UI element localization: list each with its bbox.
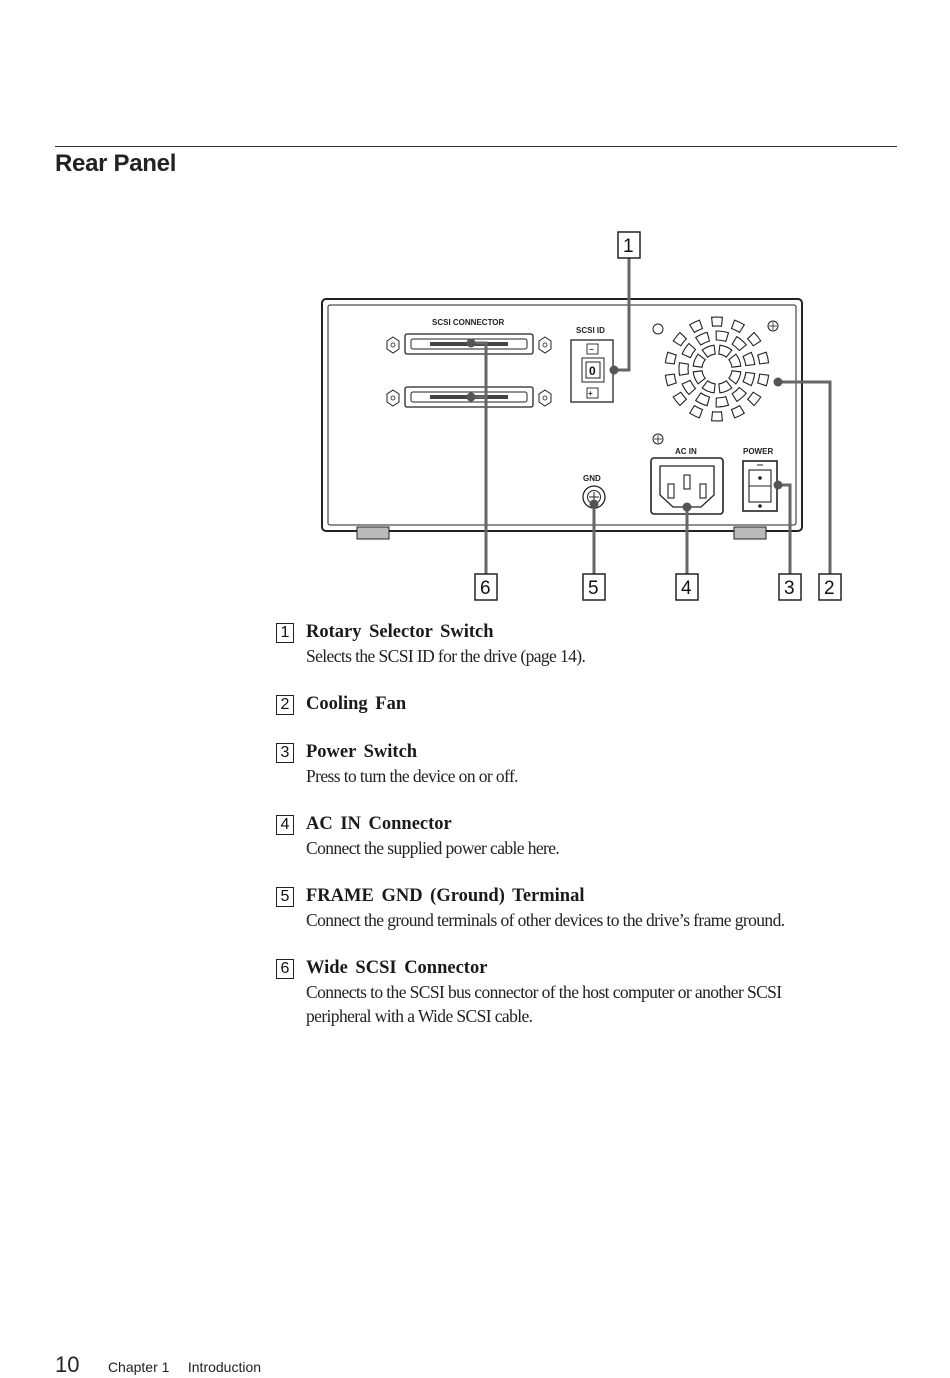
device-body [321,298,803,540]
scsi-connector-label: SCSI CONNECTOR [432,318,505,327]
fan-slot [681,342,697,359]
item-title: Power Switch [306,742,418,762]
fan-slot [692,370,706,385]
svg-text:6: 6 [480,578,491,599]
item-number: 3 [276,743,294,763]
item-number: 2 [276,695,294,715]
callout-3: 3 [778,573,802,601]
svg-text:3: 3 [784,578,795,599]
callout-1: 1 [617,231,641,259]
fan-slot [664,373,677,387]
fan-slot [728,353,742,368]
item-description: Press to turn the device on or off. [306,766,519,786]
item-title: Wide SCSI Connector [306,958,488,978]
svg-text:1: 1 [623,236,634,257]
item-number: 5 [276,887,294,907]
fan-slot [718,380,733,394]
chapter-label: Chapter 1 [107,1359,170,1375]
list-item: 5 FRAME GND (Ground) Terminal Connect th… [276,884,836,932]
list-item: 3 Power Switch Press to turn the device … [276,740,836,788]
fan-slot [746,391,762,407]
cooling-fan [652,316,779,422]
fan-slot [730,319,746,334]
scsi-id-label: SCSI ID [576,326,605,335]
fan-slot [688,319,704,334]
page-number: 10 [55,1352,80,1377]
header-rule [55,146,897,147]
item-description: Connect the supplied power cable here. [306,838,560,858]
fan-slot [742,351,756,367]
fan-slot [757,373,770,387]
fan-slot [664,351,677,365]
component-list: 1 Rotary Selector Switch Selects the SCS… [276,620,836,1052]
scsi-id-minus: − [589,345,594,354]
scsi-id-value: 0 [589,364,596,378]
fan-slot [715,395,730,408]
page-footer: 10 Chapter 1 Introduction [55,1352,261,1378]
fan-slot [692,353,706,368]
chapter-title: Introduction [187,1359,262,1375]
item-number: 4 [276,815,294,835]
callout-6: 6 [474,573,498,601]
fan-slot [718,344,733,358]
fan-slot [710,411,724,422]
ac-in-connector: AC IN [650,433,724,515]
item-description: Selects the SCSI ID for the drive (page … [306,646,586,666]
fan-slot [694,331,711,346]
fan-slot [757,351,770,365]
rear-panel-diagram: SCSI CONNECTOR SCSI ID − 0 + [321,231,842,601]
fan-slot [710,316,724,327]
callout-2: 2 [818,573,842,601]
gnd-terminal: GND [582,474,606,509]
item-title: AC IN Connector [306,814,452,834]
item-title: FRAME GND (Ground) Terminal [306,886,585,906]
fan-slot [681,379,697,396]
fan-slot [728,370,742,385]
fan-slot [672,331,688,347]
list-item: 2 Cooling Fan [276,692,836,716]
list-item: 4 AC IN Connector Connect the supplied p… [276,812,836,860]
svg-text:4: 4 [681,578,692,599]
callout-4: 4 [675,573,699,601]
fan-slot [746,331,762,347]
fan-slot [694,392,711,407]
fan-slot [688,404,704,419]
svg-text:5: 5 [588,578,599,599]
item-title: Rotary Selector Switch [306,622,494,642]
callout-5: 5 [582,573,606,601]
list-item: 1 Rotary Selector Switch Selects the SCS… [276,620,836,668]
fan-slot [742,371,756,387]
svg-text:2: 2 [824,578,835,599]
item-number: 6 [276,959,294,979]
item-number: 1 [276,623,294,643]
fan-slot [730,404,746,419]
item-title: Cooling Fan [306,694,407,714]
scsi-id-plus: + [588,389,593,398]
ac-in-label: AC IN [675,447,697,456]
section-title: Rear Panel [55,150,177,177]
list-item: 6 Wide SCSI Connector Connects to the SC… [276,956,836,1028]
fan-slot [731,386,748,403]
fan-slot [701,380,716,394]
callout-dots [466,338,783,512]
scsi-id-switch: SCSI ID − 0 + [570,326,614,403]
fan-slot [701,344,716,358]
fan-slot [672,391,688,407]
power-label: POWER [743,447,773,456]
power-switch: POWER [742,447,778,512]
item-description: Connect the ground terminals of other de… [306,910,785,930]
fan-slot [731,335,748,352]
fan-slot [715,330,730,343]
fan-slot [678,362,690,376]
item-description: Connects to the SCSI bus connector of th… [306,982,782,1026]
gnd-label: GND [583,474,601,483]
